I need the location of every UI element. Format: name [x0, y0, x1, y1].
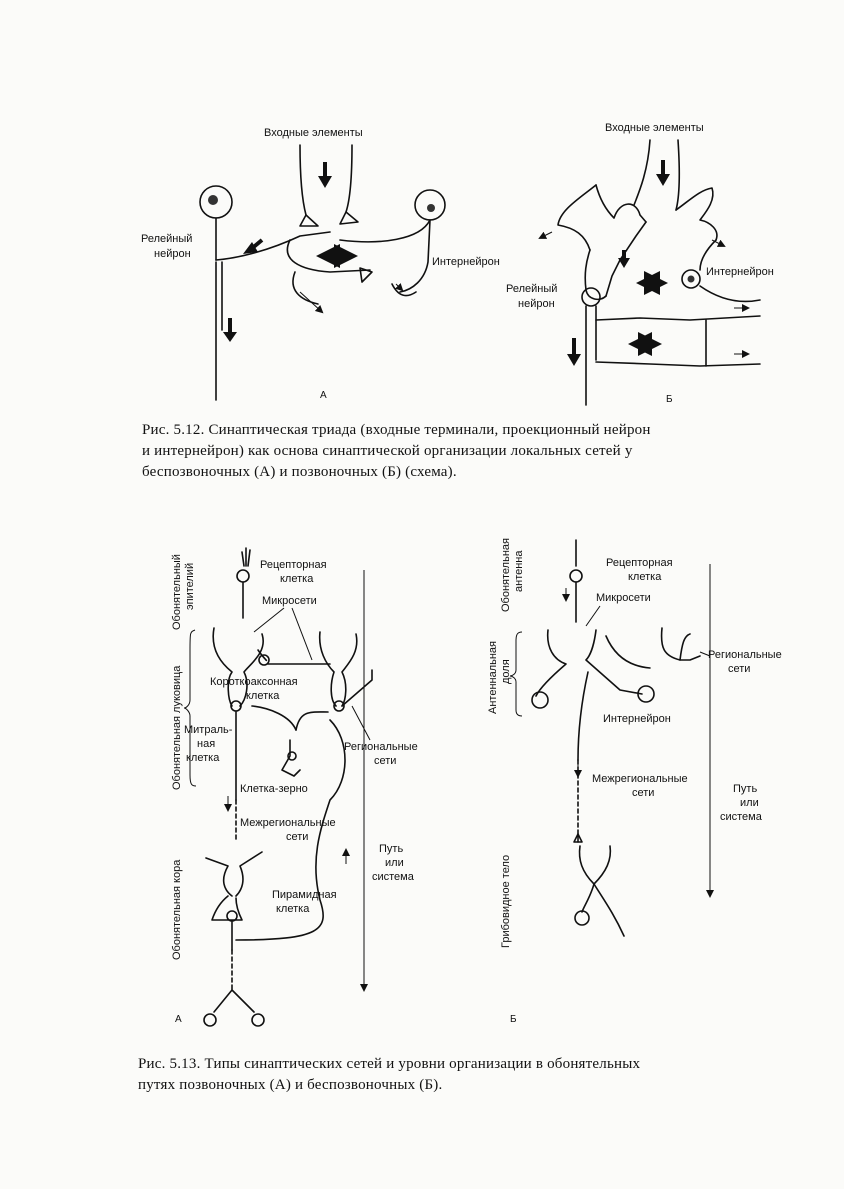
fig13b-inter: Интернейрон — [603, 713, 671, 725]
fig13b-panel-letter: Б — [510, 1014, 517, 1025]
fig13a-short-axon-2: клетка — [246, 690, 280, 702]
fig12b-panel-letter: Б — [666, 394, 673, 405]
fig13b-interregional-2: сети — [632, 787, 654, 799]
fig12b-input-label: Входные элементы — [605, 122, 704, 134]
fig13a-receptor-1: Рецепторная — [260, 559, 327, 571]
fig13a-side-epithelium-2: эпителий — [184, 563, 196, 610]
fig12a-inter-label: Интернейрон — [432, 256, 500, 268]
fig13a-mitral-1: Митраль- — [184, 724, 233, 736]
fig13a-pyramid-2: клетка — [276, 903, 310, 915]
fig13b-regional-1: Региональные — [708, 649, 782, 661]
fig13b-side-mushroom: Грибовидное тело — [500, 855, 512, 948]
fig13-panel-b: Обонятельная антенна Антеннальная доля Г… — [487, 538, 782, 1025]
fig13-caption-line-1: Рис. 5.13. Типы синаптических сетей и ур… — [138, 1056, 641, 1072]
fig12b-relay-label-2: нейрон — [518, 298, 555, 310]
fig13b-receptor-2: клетка — [628, 571, 662, 583]
fig12-panel-a: Входные элементы Релейный нейрон — [141, 127, 500, 401]
fig13a-interregional-1: Межрегиональные — [240, 817, 336, 829]
fig13a-path-1: Путь — [379, 843, 403, 855]
fig13a-side-epithelium-1: Обонятельный — [171, 554, 183, 630]
fig13a-panel-letter: А — [175, 1014, 182, 1025]
fig13b-path-1: Путь — [733, 783, 757, 795]
fig13a-path-3: система — [372, 871, 415, 883]
fig12a-relay-label-2: нейрон — [154, 248, 191, 260]
fig13b-side-lobe-1: Антеннальная — [487, 641, 499, 714]
fig13-panel-a: Обонятельный эпителий Обонятельная луков… — [171, 547, 418, 1027]
fig13-caption-line-2: путях позвоночных (А) и беспозвоночных (… — [138, 1077, 443, 1093]
fig13b-micro: Микросети — [596, 592, 651, 604]
fig13b-side-antenna-2: антенна — [513, 550, 525, 592]
fig13a-path-2: или — [385, 857, 404, 869]
fig13a-side-bulb: Обонятельная луковица — [171, 665, 183, 790]
fig12a-input-label: Входные элементы — [264, 127, 363, 139]
fig13a-regional-1: Региональные — [344, 741, 418, 753]
fig13a-receptor-2: клетка — [280, 573, 314, 585]
fig12a-relay-label-1: Релейный — [141, 233, 192, 245]
fig13b-path-2: или — [740, 797, 759, 809]
fig12a-panel-letter: А — [320, 390, 327, 401]
fig12b-inter-label: Интернейрон — [706, 266, 774, 278]
fig12-caption-line-1: Рис. 5.12. Синаптическая триада (входные… — [142, 422, 651, 438]
fig13a-side-cortex: Обонятельная кора — [171, 859, 183, 960]
fig13b-path-3: система — [720, 811, 763, 823]
fig13a-mitral-3: клетка — [186, 752, 220, 764]
fig13a-regional-2: сети — [374, 755, 396, 767]
fig13b-receptor-1: Рецепторная — [606, 557, 673, 569]
fig12-panel-b: Входные элементы Релейный нейрон Интерне… — [506, 122, 774, 406]
fig12b-relay-label-1: Релейный — [506, 283, 557, 295]
fig13a-micro: Микросети — [262, 595, 317, 607]
fig13a-short-axon-1: Короткоаксонная — [210, 676, 298, 688]
fig13b-interregional-1: Межрегиональные — [592, 773, 688, 785]
fig13a-mitral-2: ная — [197, 738, 215, 750]
fig13a-interregional-2: сети — [286, 831, 308, 843]
fig12-caption-line-3: беспозвоночных (А) и позвоночных (Б) (сх… — [142, 464, 457, 480]
fig12-caption-line-2: и интернейрон) как основа синаптической … — [142, 443, 633, 459]
fig13b-side-lobe-2: доля — [500, 659, 512, 684]
fig13a-pyramid-1: Пирамидная — [272, 889, 337, 901]
fig13b-side-antenna-1: Обонятельная — [500, 538, 512, 612]
fig13b-regional-2: сети — [728, 663, 750, 675]
fig12-caption: Рис. 5.12. Синаптическая триада (входные… — [142, 420, 792, 483]
fig13-caption: Рис. 5.13. Типы синаптических сетей и ур… — [138, 1054, 798, 1096]
fig13a-granule: Клетка-зерно — [240, 783, 308, 795]
